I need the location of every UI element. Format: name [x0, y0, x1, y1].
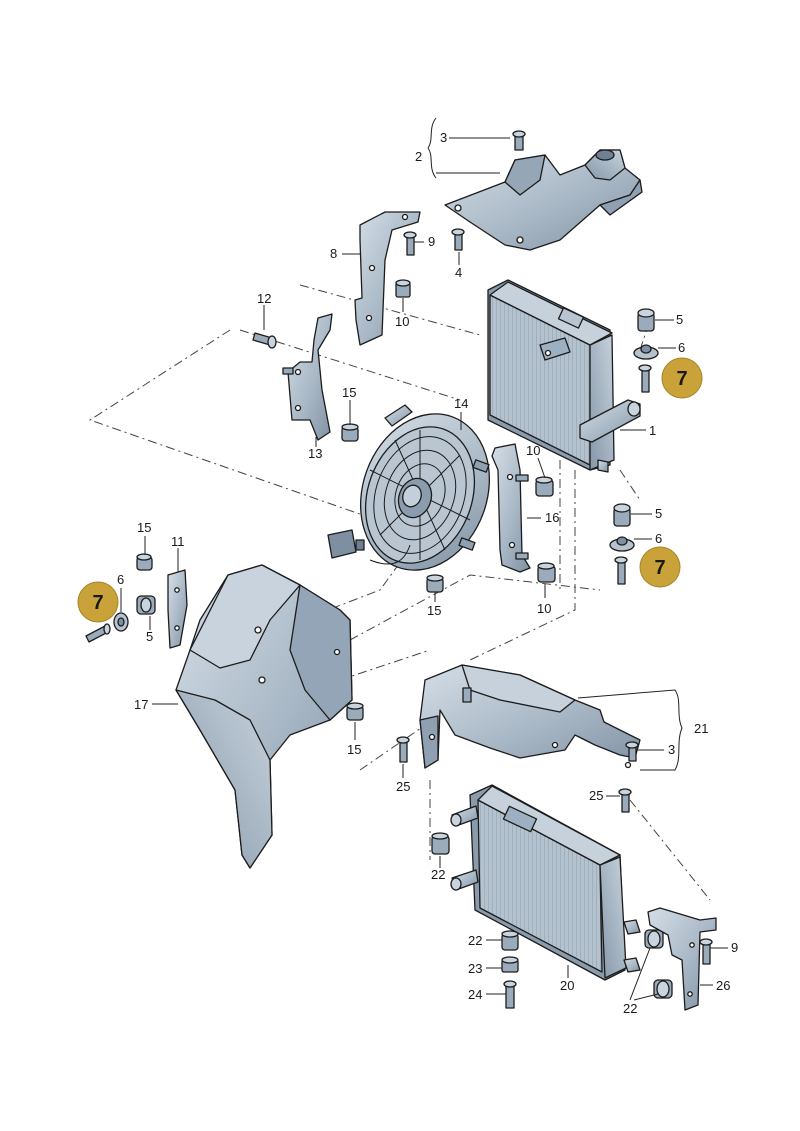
callout-3-lower: 3 [668, 742, 675, 757]
nut-15-fan [426, 574, 444, 593]
callout-25-right: 25 [589, 788, 603, 803]
badge-7-middle-label: 7 [654, 557, 665, 579]
callout-22-lower: 22 [468, 933, 482, 948]
bracket-11 [167, 569, 188, 649]
nut-15-left [136, 553, 153, 571]
callout-9-top: 9 [428, 234, 435, 249]
washer-6-left [113, 612, 129, 632]
callout-17: 17 [134, 697, 148, 712]
callout-24: 24 [468, 987, 482, 1002]
callout-20: 20 [560, 978, 574, 993]
callout-9-lower: 9 [731, 940, 738, 955]
bolt-25-left [396, 736, 410, 763]
callout-22-upper: 22 [431, 867, 445, 882]
mount-22-upper [431, 832, 450, 855]
bracket-8 [354, 211, 421, 346]
badge-7-upper: 7 [661, 357, 703, 399]
badge-7-middle: 7 [639, 546, 681, 588]
lower-bracket-21 [419, 664, 641, 769]
bracket-16 [491, 443, 531, 573]
callout-21: 21 [694, 721, 708, 736]
bolt-25-right [618, 788, 632, 813]
callout-15-c: 15 [137, 520, 151, 535]
rubber-mount-5-upper [637, 308, 655, 332]
bolt-3-lower [625, 741, 639, 762]
callout-26: 26 [716, 978, 730, 993]
callout-25-left: 25 [396, 779, 410, 794]
callout-5-b: 5 [655, 506, 662, 521]
mount-22-lower [501, 930, 519, 951]
bolt-24 [503, 980, 517, 1009]
bolt-3-top [512, 130, 526, 151]
callout-8: 8 [330, 246, 337, 261]
fan-14 [327, 404, 491, 571]
callout-13: 13 [308, 446, 322, 461]
screw-7-middle [614, 556, 628, 585]
mount-5-left [136, 595, 156, 615]
mount-22-right-a [644, 929, 664, 949]
callout-6-a: 6 [678, 340, 685, 355]
mount-22-right-b [653, 979, 673, 999]
callout-6-c: 6 [117, 572, 124, 587]
callout-15-a: 15 [342, 385, 356, 400]
nut-15-upper [341, 423, 359, 442]
nut-10-middle [535, 476, 554, 497]
callout-11: 11 [171, 534, 185, 549]
callout-labels: 3 2 4 8 9 10 12 13 15 14 1 5 6 10 16 10 … [117, 130, 738, 1016]
badge-7-upper-label: 7 [676, 368, 687, 390]
air-duct-17 [175, 564, 353, 869]
washer-6-upper [633, 344, 659, 360]
callout-15-b: 15 [427, 603, 441, 618]
callout-1: 1 [649, 423, 656, 438]
leader-lines [120, 117, 728, 1001]
callout-22-right: 22 [623, 1001, 637, 1016]
bracket-13 [282, 313, 333, 441]
callout-5-c: 5 [146, 629, 153, 644]
condenser-1 [487, 279, 641, 473]
callout-2: 2 [415, 149, 422, 164]
nut-10-lower [537, 562, 556, 583]
callout-10-b: 10 [526, 443, 540, 458]
badge-7-left: 7 [77, 581, 119, 623]
bolt-9-lower [699, 938, 713, 965]
bolt-4 [451, 228, 465, 251]
oil-cooler-20 [450, 784, 641, 981]
bracket-26 [647, 907, 717, 1011]
callout-10-top: 10 [395, 314, 409, 329]
nut-15-lower [346, 702, 364, 721]
callout-6-b: 6 [655, 531, 662, 546]
screw-7-left [85, 623, 111, 643]
callout-16: 16 [545, 510, 559, 525]
bolt-12 [252, 332, 277, 349]
callout-12: 12 [257, 291, 271, 306]
nut-23 [501, 956, 519, 973]
upper-bracket [444, 149, 643, 251]
callout-15-d: 15 [347, 742, 361, 757]
screw-7-upper [638, 364, 652, 393]
washer-6-middle [609, 536, 635, 552]
badge-7-left-label: 7 [92, 592, 103, 614]
callout-14: 14 [454, 396, 468, 411]
callout-5-a: 5 [676, 312, 683, 327]
rubber-mount-5-middle [613, 503, 631, 527]
bolt-9-top [403, 231, 417, 256]
callout-4: 4 [455, 265, 462, 280]
callout-23: 23 [468, 961, 482, 976]
callout-3-top: 3 [440, 130, 447, 145]
nut-10-top [395, 279, 411, 298]
callout-10-c: 10 [537, 601, 551, 616]
